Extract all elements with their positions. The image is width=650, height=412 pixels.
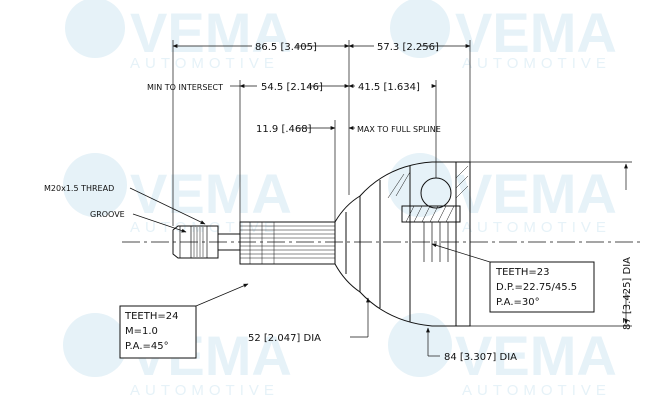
intersect-to-face-value: 41.5 [1.634] [358, 82, 420, 93]
thread-stub [172, 225, 219, 259]
watermark-sub: AUTOMOTIVE [130, 382, 279, 399]
watermark-logo-mid-right: VEMA AUTOMOTIVE [388, 153, 617, 236]
watermark-brand: VEMA [130, 162, 292, 225]
watermark-brand: VEMA [455, 1, 617, 64]
outer-teeth: TEETH=24 [124, 311, 178, 322]
inner-teeth: TEETH=23 [495, 267, 549, 278]
watermark-sub: AUTOMOTIVE [462, 382, 611, 399]
thread-label: M20x1.5 THREAD [44, 184, 114, 193]
watermark-sub: AUTOMOTIVE [462, 55, 611, 72]
section-hatch [387, 165, 469, 223]
watermark-logo-mid-left: VEMA AUTOMOTIVE [63, 153, 292, 236]
watermark: VEMA VEMA AUTOMOTIVE AUTOMOTIVE VEMA AUT… [63, 0, 617, 399]
watermark-logo-top-right: VEMA AUTOMOTIVE [390, 0, 617, 72]
outer-spline-spec-box: TEETH=24 M=1.0 P.A.=45° [119, 305, 197, 359]
dimension-lines [129, 40, 632, 357]
watermark-logo-bottom-right: VEMA AUTOMOTIVE [388, 313, 617, 399]
watermark-sub: AUTOMOTIVE [462, 219, 611, 236]
inner-spline-spec-box: TEETH=23 D.P.=22.75/45.5 P.A.=30° [489, 261, 595, 313]
watermark-logo-top-left: VEMA [65, 0, 292, 64]
overall-length-label: 86.5 [3.405] [255, 42, 317, 53]
shoulder [334, 195, 361, 293]
overall-dia-label: 87 [3.425] DIA [622, 257, 633, 330]
thread-texture [193, 227, 204, 257]
dimension-labels: 86.5 [3.405] 57.3 [2.256] MIN TO INTERSE… [44, 42, 633, 363]
inner-dp: D.P.=22.75/45.5 [496, 282, 577, 293]
cage-section [401, 205, 461, 223]
cv-length-label: 57.3 [2.256] [377, 42, 439, 53]
outer-module: M=1.0 [125, 326, 158, 337]
min-to-intersect-label: MIN TO INTERSECT [147, 83, 223, 92]
outer-pressure-angle: P.A.=45° [125, 341, 169, 352]
seat-dia-label: 52 [2.047] DIA [248, 333, 321, 344]
spline-length-value: 11.9 [.468] [256, 124, 312, 135]
spline-lines [240, 222, 335, 264]
cv-joint-part [172, 161, 471, 327]
watermark-brand: VEMA [455, 162, 617, 225]
watermark-sub: AUTOMOTIVE [130, 219, 279, 236]
splined-shaft [239, 221, 336, 265]
watermark-brand: VEMA [455, 324, 617, 387]
watermark-sub: AUTOMOTIVE [130, 55, 279, 72]
watermark-brand: VEMA [130, 1, 292, 64]
max-to-full-spline-label: MAX TO FULL SPLINE [357, 125, 441, 134]
min-to-intersect-value: 54.5 [2.146] [261, 82, 323, 93]
groove-label: GROOVE [90, 210, 125, 219]
body-dia-label: 84 [3.307] DIA [444, 352, 517, 363]
inner-pressure-angle: P.A.=30° [496, 297, 540, 308]
